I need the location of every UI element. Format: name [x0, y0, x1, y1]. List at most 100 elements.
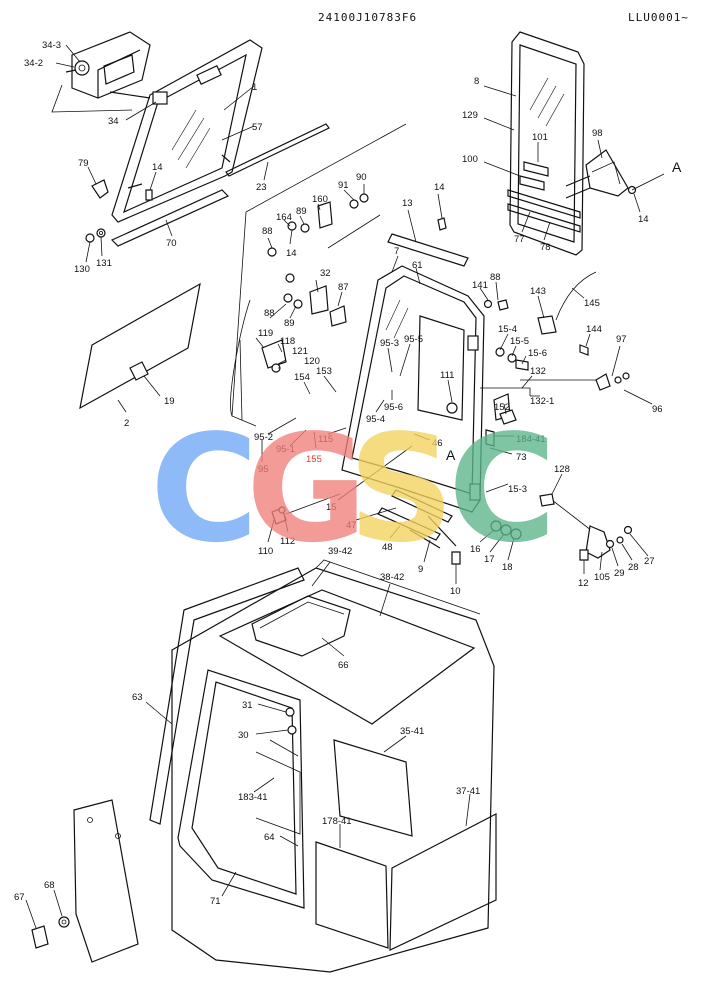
- bolt-30: [287, 725, 297, 735]
- label-73: 73: [516, 452, 527, 463]
- label-155: 155: [306, 454, 322, 465]
- label-100: 100: [462, 154, 478, 165]
- label-88-c: 88: [264, 308, 275, 319]
- label-14-d: 14: [434, 182, 445, 193]
- label-164: 164: [276, 212, 292, 223]
- label-14-a: 14: [152, 162, 163, 173]
- label-46: 46: [432, 438, 443, 449]
- label-57: 57: [252, 122, 263, 133]
- label-16: 16: [470, 544, 481, 555]
- label-143: 143: [530, 286, 546, 297]
- label-184-41: 184-41: [516, 434, 546, 445]
- label-178-41: 178-41: [322, 816, 352, 827]
- label-34: 34: [108, 116, 119, 127]
- label-152: 152: [494, 402, 510, 413]
- rear-cover-panel: [31, 799, 139, 963]
- label-14-c: 14: [286, 248, 297, 259]
- label-28: 28: [628, 562, 639, 573]
- label-97: 97: [616, 334, 627, 345]
- label-79: 79: [78, 158, 89, 169]
- label-13: 13: [402, 198, 413, 209]
- label-101: 101: [532, 132, 548, 143]
- label-121: 121: [292, 346, 308, 357]
- label-90: 90: [356, 172, 367, 183]
- label-120: 120: [304, 356, 320, 367]
- label-112: 112: [280, 536, 295, 547]
- label-12: 12: [578, 578, 589, 589]
- label-144: 144: [586, 324, 602, 335]
- label-95-1: 95-1: [276, 444, 295, 455]
- label-35-41: 35-41: [400, 726, 424, 737]
- page-reference: LLU0001~: [628, 11, 689, 24]
- label-67: 67: [14, 892, 25, 903]
- label-47: 47: [346, 520, 357, 531]
- label-15: 15: [326, 502, 337, 513]
- door-lower-hardware: [271, 489, 633, 565]
- label-71: 71: [210, 896, 221, 907]
- label-37-41: 37-41: [456, 786, 480, 797]
- label-31: 31: [242, 700, 253, 711]
- label-48: 48: [382, 542, 393, 553]
- label-78: 78: [540, 242, 551, 253]
- label-23: 23: [256, 182, 267, 193]
- label-89-b: 89: [284, 318, 295, 329]
- label-89-a: 89: [296, 206, 307, 217]
- label-66: 66: [338, 660, 349, 671]
- label-130: 130: [74, 264, 90, 275]
- label-91: 91: [338, 180, 349, 191]
- label-18: 18: [502, 562, 513, 573]
- label-9: 9: [418, 564, 423, 575]
- label-95-2: 95-2: [254, 432, 273, 443]
- label-10: 10: [450, 586, 461, 597]
- label-141: 141: [472, 280, 488, 291]
- label-2: 2: [124, 418, 129, 429]
- bolt-31: [285, 707, 295, 717]
- label-A-detail: A: [446, 447, 456, 463]
- label-88-b: 88: [490, 272, 501, 283]
- label-A: A: [672, 159, 682, 175]
- label-95-3: 95-3: [380, 338, 399, 349]
- door-hardware: [261, 193, 469, 373]
- label-63: 63: [132, 692, 143, 703]
- label-19: 19: [164, 396, 175, 407]
- label-77: 77: [514, 234, 525, 245]
- upper-front-window-assembly: [51, 31, 330, 247]
- side-panel-outline: [230, 123, 407, 427]
- label-87: 87: [338, 282, 349, 293]
- label-39-42: 39-42: [328, 546, 352, 557]
- lower-glass-panel: [79, 282, 201, 410]
- door-latch-hardware: [480, 271, 630, 425]
- label-27: 27: [644, 556, 655, 567]
- label-95-6: 95-6: [384, 402, 403, 413]
- label-129: 129: [462, 110, 478, 121]
- label-153: 153: [316, 366, 332, 377]
- label-118: 118: [280, 336, 295, 347]
- label-88-a: 88: [262, 226, 273, 237]
- label-96: 96: [652, 404, 663, 415]
- label-15-6: 15-6: [528, 348, 547, 359]
- label-32: 32: [320, 268, 331, 279]
- label-68: 68: [44, 880, 55, 891]
- label-8: 8: [474, 76, 479, 87]
- label-131: 131: [96, 258, 112, 269]
- label-183-41: 183-41: [238, 792, 268, 803]
- label-70: 70: [166, 238, 177, 249]
- label-154: 154: [294, 372, 310, 383]
- label-132: 132: [530, 366, 546, 377]
- label-34-3: 34-3: [42, 40, 61, 51]
- label-98: 98: [592, 128, 603, 139]
- label-15-5: 15-5: [510, 336, 529, 347]
- label-15-4: 15-4: [498, 324, 517, 335]
- label-119: 119: [258, 328, 273, 339]
- label-1: 1: [252, 82, 257, 93]
- label-61: 61: [412, 260, 423, 271]
- label-128: 128: [554, 464, 570, 475]
- side-window-assembly: [507, 31, 637, 256]
- label-110: 110: [258, 546, 273, 557]
- part-labels: 34-3 34-2 34 1 57 79 14 23 70 130 131 8 …: [14, 40, 682, 907]
- label-64: 64: [264, 832, 275, 843]
- label-132-1: 132-1: [530, 396, 554, 407]
- cab-body: [171, 559, 497, 973]
- label-115: 115: [318, 434, 333, 445]
